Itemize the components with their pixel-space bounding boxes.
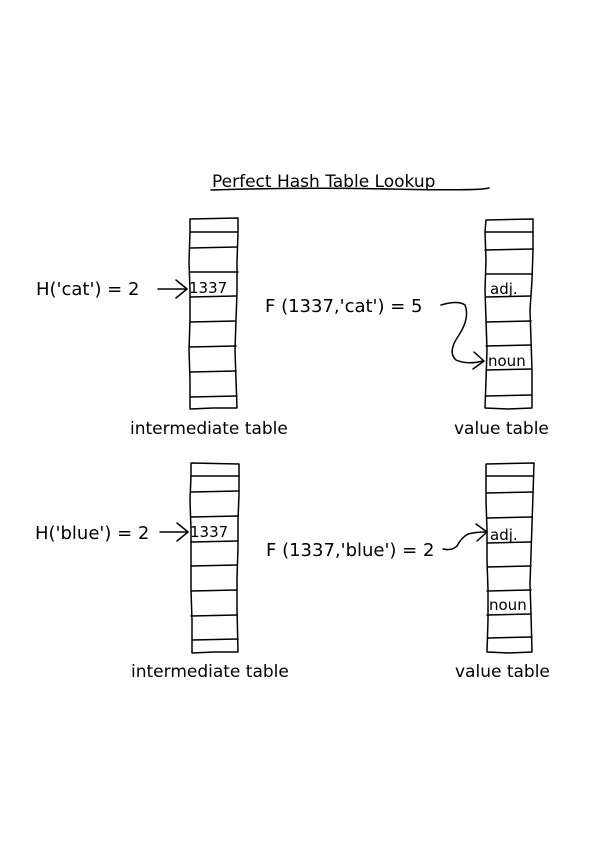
value-table-caption: value table — [455, 662, 550, 682]
value-entry-noun: noun — [489, 596, 527, 614]
hash-expression: H('blue') = 2 — [35, 523, 149, 544]
intermediate-cell-value: 1337 — [190, 523, 228, 541]
intermediate-table-caption: intermediate table — [131, 662, 289, 682]
value-table-1: adj. noun — [484, 218, 534, 410]
example-blue: 1337 intermediate table H('blue') = 2 ad… — [35, 462, 550, 682]
function-arrow — [440, 301, 484, 364]
function-arrow-head — [472, 351, 485, 370]
hash-expression: H('cat') = 2 — [36, 279, 139, 300]
intermediate-table-1: 1337 — [188, 217, 239, 410]
intermediate-cell-value: 1337 — [189, 279, 227, 297]
function-arrow-head — [475, 523, 488, 542]
function-expression: F (1337,'blue') = 2 — [266, 540, 434, 561]
value-table-caption: value table — [454, 419, 549, 439]
value-entry-noun: noun — [488, 352, 526, 370]
function-expression: F (1337,'cat') = 5 — [265, 296, 423, 317]
diagram-title: Perfect Hash Table Lookup — [212, 172, 435, 192]
value-entry-adj: adj. — [490, 526, 518, 544]
hash-arrow-head — [176, 522, 189, 542]
function-arrow — [442, 531, 487, 551]
value-table-2: adj. noun — [485, 462, 535, 654]
intermediate-table-2: 1337 — [189, 462, 240, 654]
example-cat: 1337 intermediate table H('cat') = 2 adj… — [36, 217, 549, 439]
value-entry-adj: adj. — [490, 280, 518, 298]
intermediate-table-caption: intermediate table — [130, 419, 288, 439]
hash-arrow-head — [175, 279, 188, 299]
title-underline — [210, 187, 490, 191]
